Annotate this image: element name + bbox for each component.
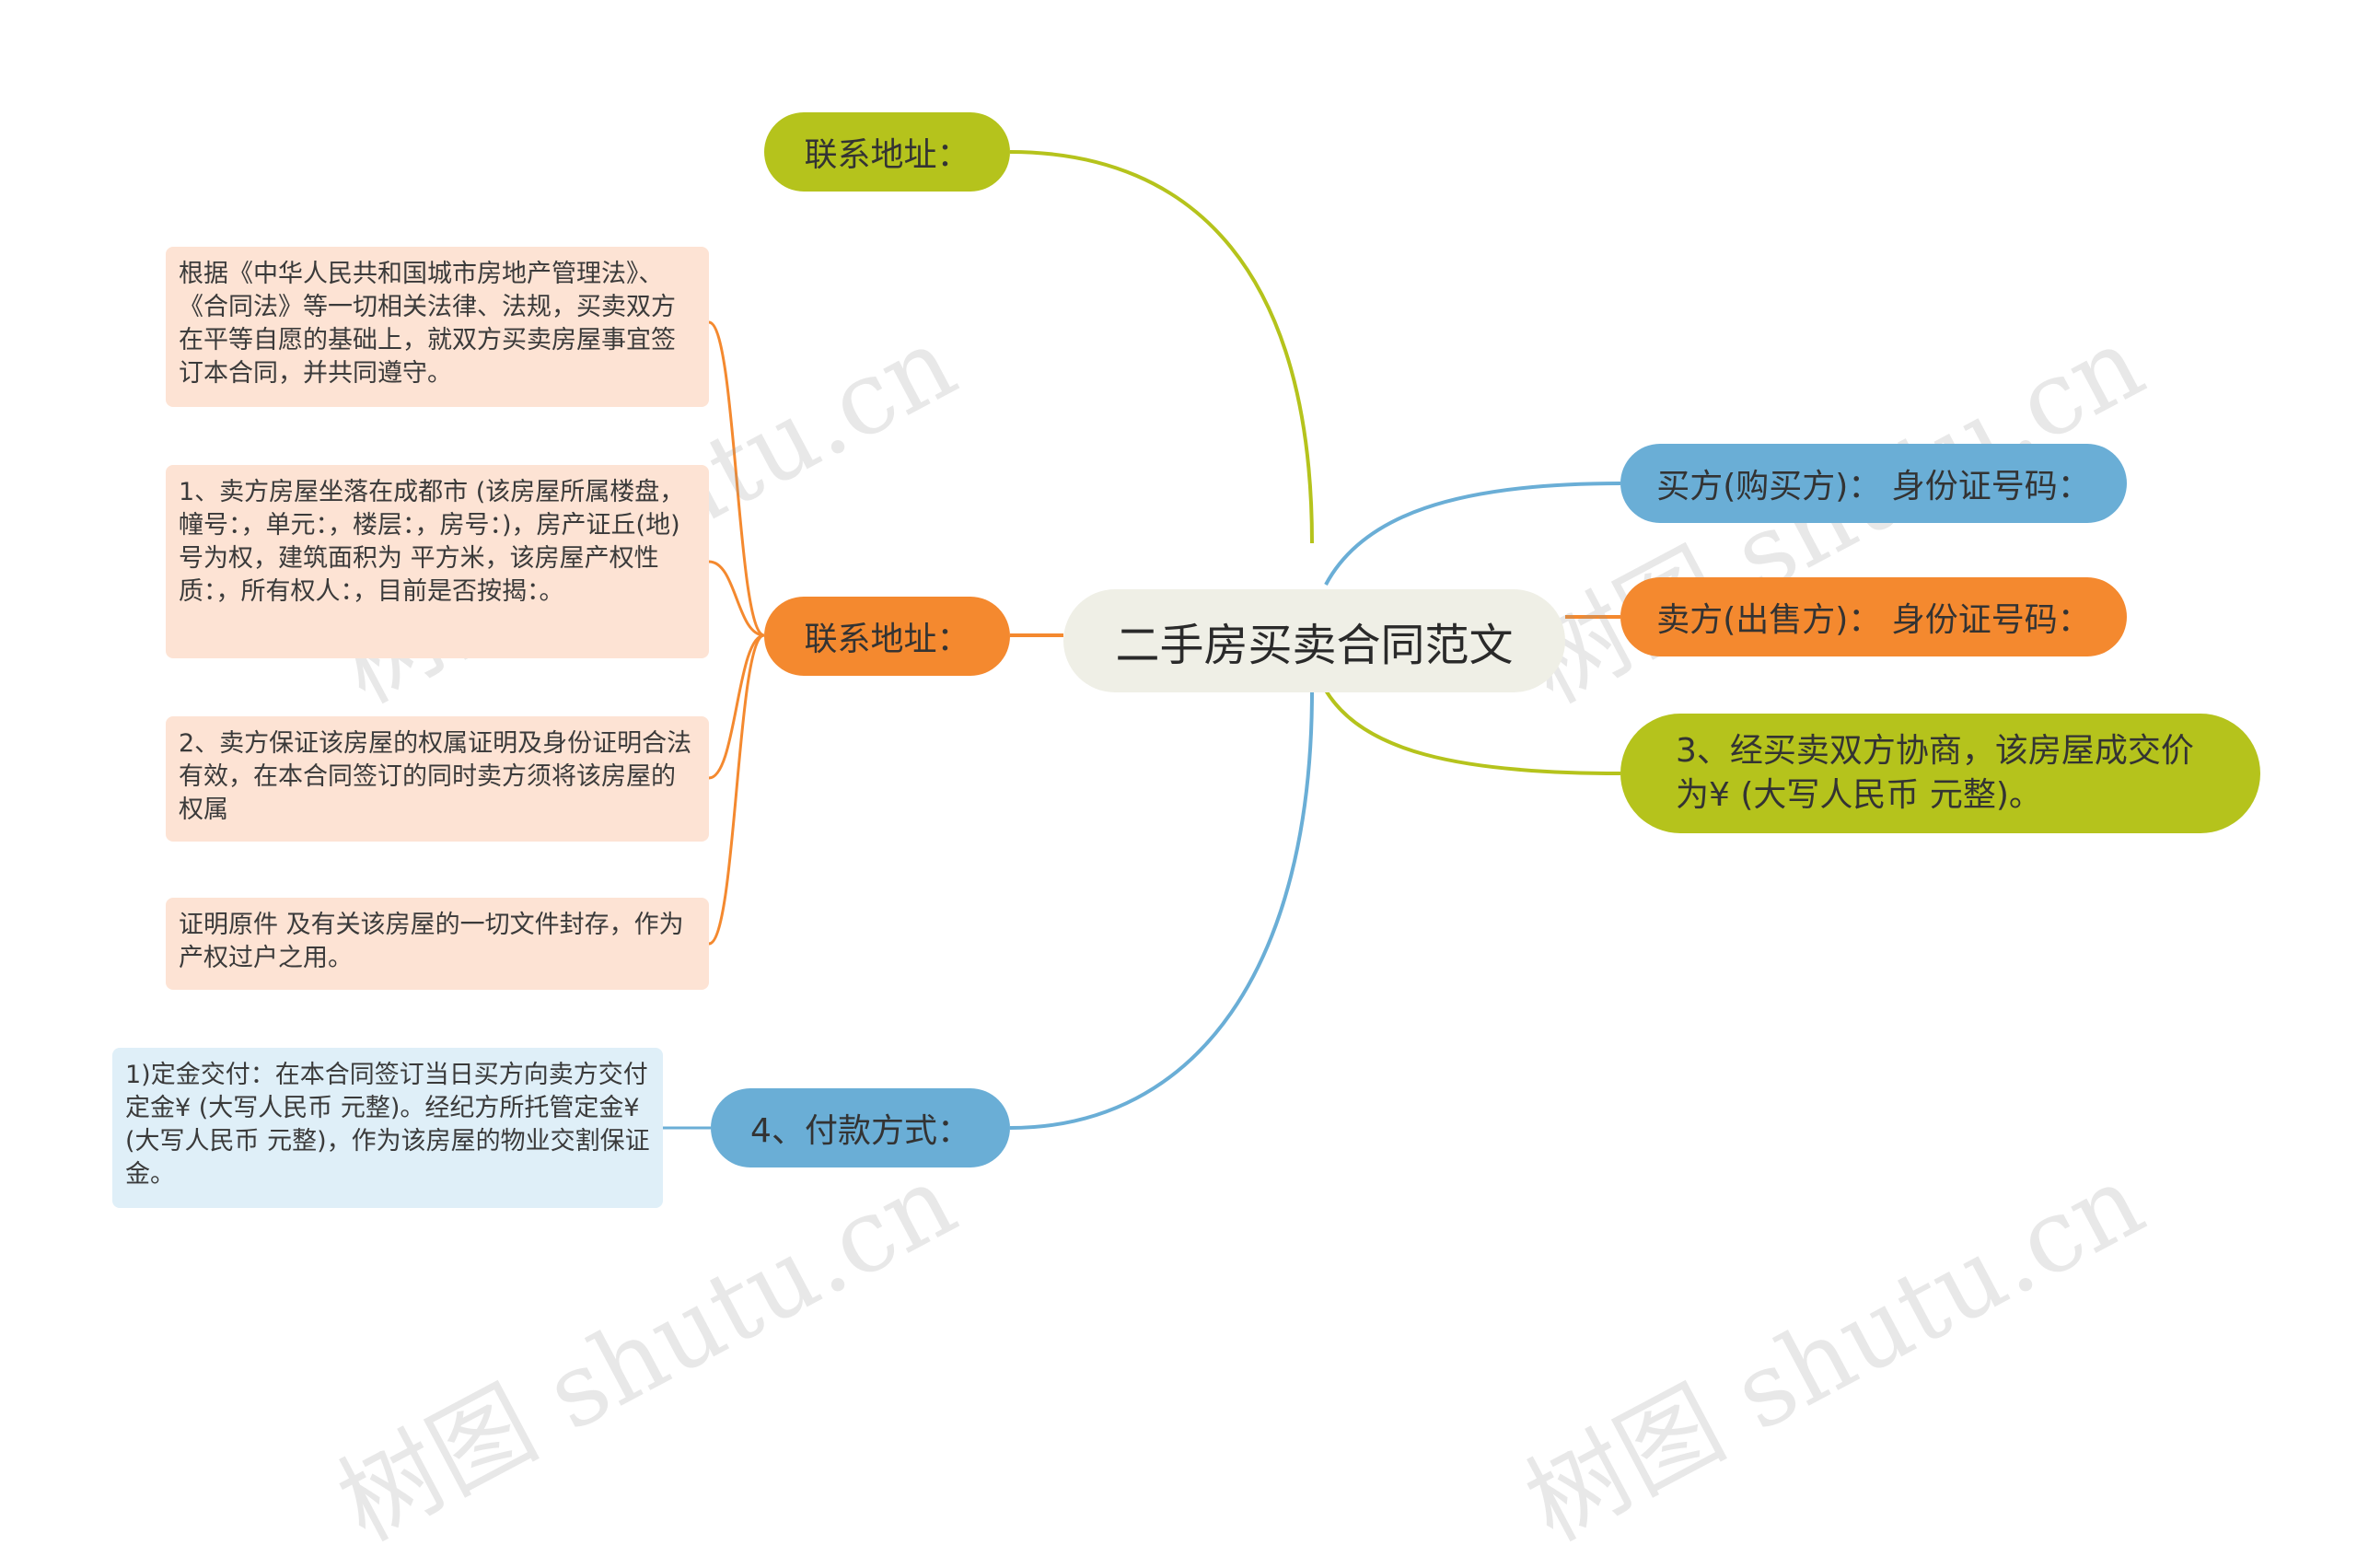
link-left-mid-note-2 <box>708 633 765 780</box>
note-text: 2、卖方保证该房屋的权属证明及身份证明合法有效，在本合同签订的同时卖方须将该房屋… <box>179 729 692 824</box>
link-central-right-0 <box>1324 482 1621 586</box>
link-left-mid-note-3 <box>708 633 765 946</box>
link-central-left-bottom <box>1009 690 1314 1130</box>
branch-buyer[interactable]: 买方(购买方)： 身份证号码： <box>1620 444 2127 523</box>
branch-payment-method[interactable]: 4、付款方式： <box>711 1088 1010 1167</box>
branch-label: 3、经买卖双方协商，该房屋成交价为¥ (大写人民币 元整)。 <box>1676 732 2194 814</box>
note-property-location: 1、卖方房屋坐落在成都市 (该房屋所属楼盘，幢号：，单元：，楼层：，房号：)，房… <box>166 465 709 658</box>
central-topic[interactable]: 二手房买卖合同范文 <box>1063 589 1565 692</box>
branch-contact-address-top[interactable]: 联系地址： <box>764 112 1010 192</box>
connector-lines <box>663 150 1621 1130</box>
branch-contact-address-mid[interactable]: 联系地址： <box>764 597 1010 676</box>
branch-seller[interactable]: 卖方(出售方)： 身份证号码： <box>1620 577 2127 656</box>
note-document-seal: 证明原件 及有关该房屋的一切文件封存，作为产权过户之用。 <box>166 898 709 990</box>
branch-label: 联系地址： <box>804 136 970 174</box>
central-topic-label: 二手房买卖合同范文 <box>1115 620 1514 671</box>
note-text: 证明原件 及有关该房屋的一切文件封存，作为产权过户之用。 <box>179 911 684 972</box>
note-ownership-proof: 2、卖方保证该房屋的权属证明及身份证明合法有效，在本合同签订的同时卖方须将该房屋… <box>166 716 709 842</box>
mind-map: 树图 shutu.cn 树图 shutu.cn 树图 shutu.cn 树图 s… <box>112 112 2260 1563</box>
note-text: 1、卖方房屋坐落在成都市 (该房屋所属楼盘，幢号：，单元：，楼层：，房号：)，房… <box>179 478 685 606</box>
link-left-mid-note-1 <box>708 560 765 637</box>
link-central-right-2 <box>1324 689 1621 775</box>
link-central-left-top <box>1009 150 1314 544</box>
branch-label: 买方(购买方)： 身份证号码： <box>1656 468 2091 505</box>
note-deposit-payment: 1)定金交付：在本合同签订当日买方向卖方交付定金¥ (大写人民币 元整)。经纪方… <box>112 1048 663 1208</box>
note-text: 1)定金交付：在本合同签订当日买方向卖方交付定金¥ (大写人民币 元整)。经纪方… <box>125 1061 650 1189</box>
note-legal-basis: 根据《中华人民共和国城市房地产管理法》、《合同法》等一切相关法律、法规，买卖双方… <box>166 247 709 407</box>
branch-label: 4、付款方式： <box>750 1112 970 1150</box>
branch-label: 卖方(出售方)： 身份证号码： <box>1656 601 2091 639</box>
branch-transaction-price[interactable]: 3、经买卖双方协商，该房屋成交价为¥ (大写人民币 元整)。 <box>1620 714 2260 833</box>
link-left-mid-note-0 <box>708 320 765 637</box>
branch-label: 联系地址： <box>804 621 970 658</box>
note-text: 根据《中华人民共和国城市房地产管理法》、《合同法》等一切相关法律、法规，买卖双方… <box>179 260 676 388</box>
